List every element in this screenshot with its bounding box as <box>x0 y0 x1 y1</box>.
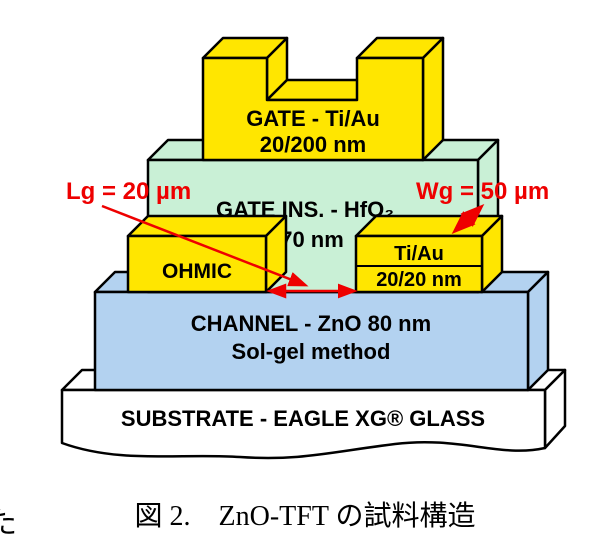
device-structure-diagram: SUBSTRATE - EAGLE XG® GLASS CHANNEL - Zn… <box>60 36 567 460</box>
substrate-label: SUBSTRATE - EAGLE XG® GLASS <box>121 406 485 431</box>
ohmic-right-front-face <box>354 234 484 294</box>
figure-caption: 図 2. ZnO-TFT の試料構造 <box>134 501 476 532</box>
gate-length-label: Lg = 20 µm <box>66 178 191 205</box>
gate-insulator-label-line2: 70 nm <box>280 227 344 252</box>
gate-width-dimension-arrow <box>451 203 485 235</box>
ohmic-left-front-face <box>126 234 268 294</box>
ohmic-right-contact: Ti/Au 20/20 nm <box>354 214 504 294</box>
caption-edge-fragment: た <box>0 507 17 540</box>
ohmic-right-label-line1: Ti/Au <box>394 243 444 265</box>
ohmic-left-contact: OHMIC <box>126 214 288 294</box>
gate-width-label: Wg = 50 µm <box>416 178 549 205</box>
ohmic-right-label-line2: 20/20 nm <box>376 269 462 291</box>
channel-label-line1: CHANNEL - ZnO 80 nm <box>191 311 431 336</box>
annotations: Lg = 20 µm Wg = 50 µm <box>66 178 549 299</box>
gate-label-line2: 20/200 nm <box>260 132 366 157</box>
gate-front-face <box>201 56 425 162</box>
gate-layer: GATE - Ti/Au 20/200 nm <box>201 36 445 162</box>
ohmic-left-label: OHMIC <box>162 260 232 283</box>
channel-right-face <box>526 270 550 392</box>
substrate-front-face <box>60 388 547 460</box>
channel-label-line2: Sol-gel method <box>232 339 391 364</box>
gate-right-face <box>421 36 445 162</box>
ohmic-right-top-face <box>354 214 504 238</box>
gate-label-line1: GATE - Ti/Au <box>246 106 380 131</box>
gate-length-pointer-arrow <box>101 204 309 287</box>
